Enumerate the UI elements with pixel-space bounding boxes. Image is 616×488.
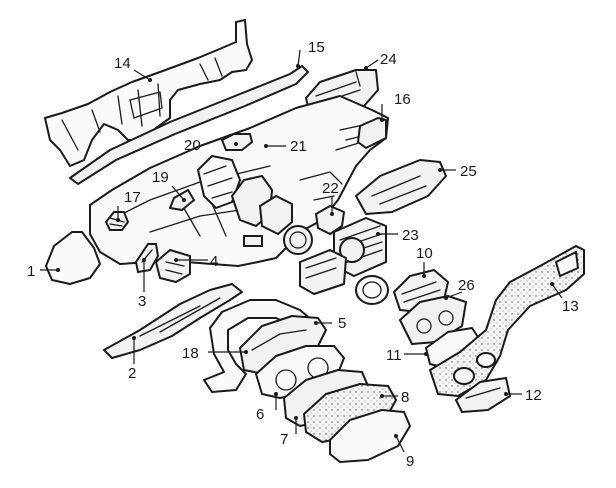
callout-23: 23 (402, 227, 419, 244)
callout-5: 5 (338, 315, 346, 332)
center-stack-components (231, 175, 313, 255)
callout-20: 20 (184, 137, 201, 154)
callout-24: 24 (380, 51, 397, 68)
part-23-center-grille (333, 217, 387, 277)
part-1-end-cap (45, 231, 101, 285)
callout-15: 15 (308, 39, 325, 56)
callout-21: 21 (290, 138, 307, 155)
callout-4: 4 (210, 253, 218, 270)
part-16-end-panel (357, 117, 387, 149)
callout-14: 14 (114, 55, 131, 72)
callout-labels: 1 2 3 4 5 6 7 8 9 10 11 12 13 14 15 16 1… (27, 39, 579, 470)
callout-1: 1 (27, 263, 35, 280)
part-15-upper-trim (69, 65, 309, 185)
part-12-tray (455, 377, 511, 413)
callout-17: 17 (124, 189, 141, 206)
callout-16: 16 (394, 91, 411, 108)
leader-lines (40, 49, 563, 453)
callout-12: 12 (525, 387, 542, 404)
callout-13: 13 (562, 298, 579, 315)
radio-bezel-ring (299, 249, 389, 305)
callout-25: 25 (460, 163, 477, 180)
callout-8: 8 (401, 389, 409, 406)
callout-9: 9 (406, 453, 414, 470)
callout-3: 3 (138, 293, 146, 310)
part-22-vent-bezel (315, 205, 345, 235)
part-4-vent (155, 249, 191, 283)
callout-2: 2 (128, 365, 136, 382)
part-18-cluster-surround (203, 299, 315, 393)
callout-26: 26 (458, 277, 475, 294)
part-5-cluster-hood (239, 315, 327, 375)
part-25-glovebox (355, 159, 447, 215)
part-9-cluster-lens (329, 409, 411, 463)
callout-11: 11 (386, 347, 402, 364)
callout-22: 22 (322, 180, 339, 197)
callout-10: 10 (416, 245, 433, 262)
part-2-knee-trim (103, 283, 243, 359)
callout-7: 7 (280, 431, 288, 448)
part-20-switch (221, 133, 253, 151)
part-14-support-frame (44, 19, 253, 167)
callout-19: 19 (152, 169, 169, 186)
callout-6: 6 (256, 406, 264, 423)
callout-18: 18 (182, 345, 199, 362)
